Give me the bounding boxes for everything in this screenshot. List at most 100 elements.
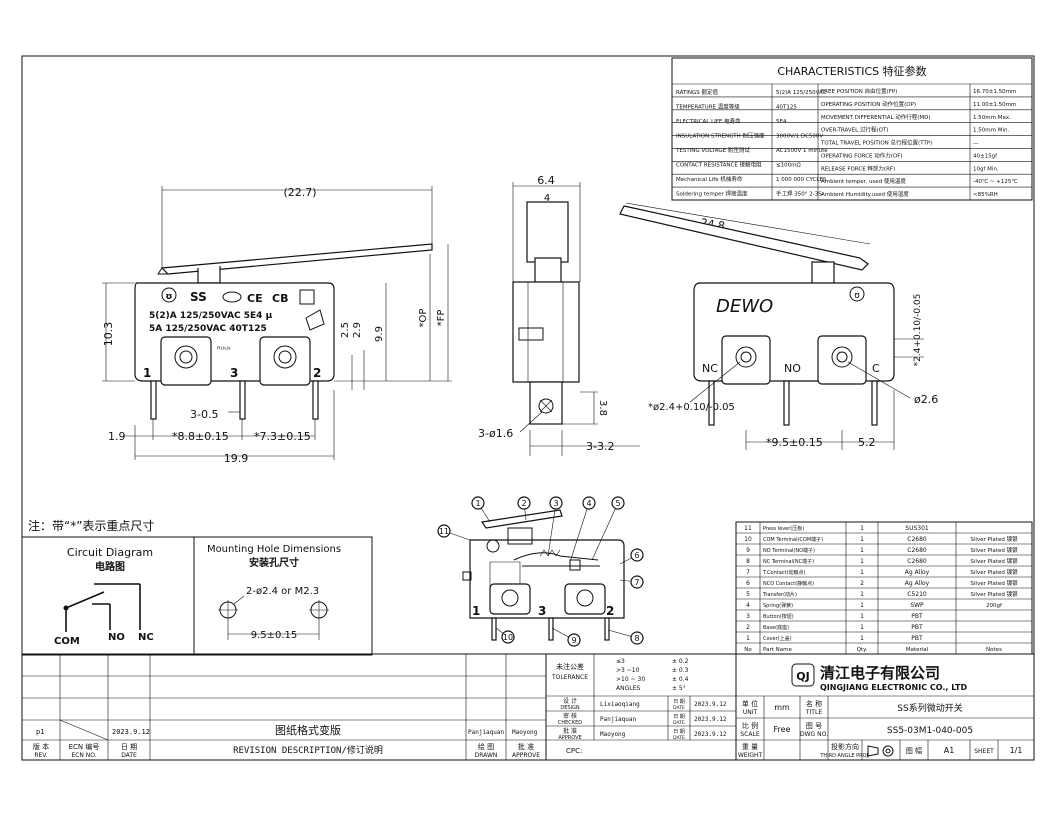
role-label-cn: 审 核 (563, 712, 577, 720)
bom-material: C5210 (907, 591, 927, 598)
title-label-en: TITLE (805, 709, 822, 716)
rating-line-1: 5(2)A 125/250VAC 5E4 μ (149, 311, 273, 321)
bom-name: Base(底座) (763, 624, 789, 631)
role-date-label: 日 期 (673, 714, 685, 720)
char-left-label: CONTACT RESISTANCE 接触电阻 (676, 161, 762, 169)
unit-value: mm (774, 703, 790, 712)
key-dimension-note: 注：带“*”表示重点尺寸 (28, 518, 154, 533)
title-label: 名 称 (806, 699, 822, 708)
unit-label: 单 位 (742, 699, 758, 708)
bom-material: C2680 (907, 536, 927, 543)
circuit-diagram: Circuit Diagram 电路图 COM NO NC (21, 536, 195, 656)
brand-mark-ss: SS (190, 290, 207, 304)
char-left-value: 5(2)A 125/250VAC (776, 90, 827, 96)
back-view: 24.8 DEWO ʊ NC NO C *ø2.4+0.10/-0.05 ø2.… (619, 202, 938, 450)
ecn-header-cn: ECN 编号 (69, 742, 100, 751)
dim-2-5: 2.5 (340, 322, 351, 338)
char-left-label: Soldering temper 焊接温度 (676, 190, 748, 198)
section-terminal-3: 3 (538, 604, 546, 618)
dim-side-hole: 3-ø1.6 (478, 427, 513, 440)
char-right-value: 11.00±1.50mm (973, 102, 1016, 108)
bom-material: PBT (911, 635, 923, 642)
char-right-value: 16.70±1.50mm (973, 89, 1016, 95)
bom-no: 3 (746, 613, 750, 620)
char-left-label: RATINGS 额定值 (676, 88, 719, 96)
bom-qty: 1 (860, 569, 864, 576)
char-right-value: 1.50mm Min. (973, 128, 1009, 134)
callout-label: 1 (475, 499, 480, 508)
unit-label-en: UNIT (743, 709, 758, 716)
drawing-title: SS系列微动开关 (897, 702, 962, 714)
char-left-label: Mechanical Life 机械寿命 (676, 175, 743, 183)
tolerance-value: ± 0.4 (672, 676, 689, 683)
front-lever (160, 243, 433, 275)
dim-lever-width: (22.7) (283, 186, 316, 199)
tolerance-value: ± 0.3 (672, 667, 689, 674)
svg-text:ʊ: ʊ (166, 292, 173, 302)
mounting-title-cn: 安装孔尺寸 (249, 556, 299, 569)
drawn-header-en: DRAWN (475, 752, 498, 759)
char-right-label: Ambient Humidity.used 使用湿度 (821, 190, 909, 198)
role-name: Maoyong (600, 731, 626, 738)
circuit-label-com: COM (54, 636, 80, 647)
callout-marker (549, 496, 563, 510)
dim-overall-width: 19.9 (224, 452, 249, 465)
dim-back-hole-large: ø2.6 (914, 393, 938, 406)
role-label-cn: 批 准 (563, 727, 577, 735)
outer-frame (21, 55, 1035, 761)
bom-material: SWP (910, 602, 924, 609)
svg-text:ʊ: ʊ (854, 291, 860, 301)
bom-finish: Silver Plated 镀银 (970, 535, 1018, 543)
back-terminal-no: NO (784, 362, 801, 375)
callout-marker (582, 496, 596, 510)
back-terminal-nc: NC (702, 362, 718, 375)
bom-name: Button(按钮) (763, 613, 794, 620)
char-right-label: RELEASE FORCE 释放力(RF) (821, 164, 895, 172)
company-logo-text: QJ (796, 670, 809, 683)
bom-qty: 1 (860, 635, 864, 642)
char-left-label: TESTING VOLTAGE 耐压测试 (675, 146, 750, 154)
terminal-2-label: 2 (313, 366, 321, 380)
size-label: 图 幅 (906, 746, 922, 755)
company-name-en: QINGJIANG ELECTRONIC CO., LTD (820, 683, 967, 692)
callout-marker (611, 496, 625, 510)
callout-label: 10 (503, 633, 513, 642)
brand-mark-cb: CB (272, 292, 288, 305)
bom-material: Ag Alloy (905, 569, 930, 576)
dim-pitch-1: *8.8±0.15 (172, 430, 229, 443)
char-right-label: OVER-TRAVEL 过行程(OT) (821, 126, 888, 134)
approve-header-cn: 批 准 (518, 742, 534, 751)
rev-approved: Maoyong (512, 729, 538, 736)
rating-line-2: 5A 125/250VAC 40T125 (149, 324, 267, 334)
bom-qty: 1 (860, 602, 864, 609)
bom-no: 10 (744, 536, 752, 543)
bom-finish: Silver Plated 镀银 (970, 568, 1018, 576)
tolerance-range: >10 ~ 30 (616, 676, 645, 683)
callout-label: 3 (553, 499, 558, 508)
bom-finish: Silver Plated 镀银 (970, 590, 1018, 598)
bom-qty: 1 (860, 547, 864, 554)
role-label-en: CHECKED (558, 720, 582, 726)
char-left-value: 手工焊 350° 2-3S (776, 190, 822, 198)
mounting-title: Mounting Hole Dimensions (207, 544, 341, 555)
bom-finish: Silver Plated 镀银 (970, 557, 1018, 565)
drawn-header-cn: 绘 图 (478, 742, 494, 751)
cpc-label: CPC: (566, 747, 582, 755)
role-date-label: 日 期 (673, 729, 685, 735)
tolerance-range: ≤3 (616, 658, 625, 665)
char-right-label: OPERATING FORCE 动作力(OF) (821, 151, 903, 159)
dim-back-offset: *2.4+0.10/-0.05 (913, 294, 923, 367)
dim-2-9: 2.9 (352, 322, 363, 338)
dim-side-3-2: 3-3.2 (586, 440, 614, 453)
bom-name: COM Terminal(COM端子) (763, 536, 823, 543)
dim-fp: *FP (436, 310, 447, 327)
dwg-label-en: DWG NO. (800, 731, 828, 738)
rev-header-cn: 版 本 (33, 742, 49, 751)
bom-name: NCO Contact(静触点) (763, 580, 814, 587)
callout-marker (471, 496, 485, 510)
date-header-en: DATE (121, 752, 137, 759)
mounting-pitch-label: 9.5±0.15 (251, 630, 298, 641)
